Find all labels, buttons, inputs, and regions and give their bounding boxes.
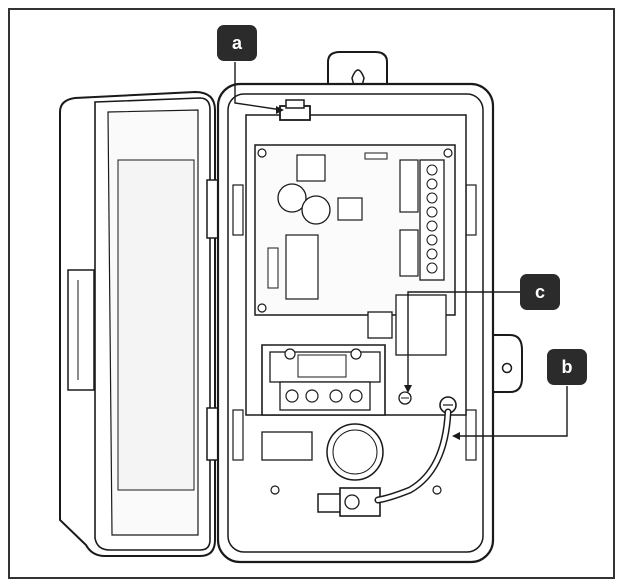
enclosure-door: [59, 90, 220, 557]
callout-c-label: c: [535, 282, 545, 302]
callout-b: b: [547, 349, 587, 385]
callout-a: a: [217, 25, 257, 61]
callout-leaders: [234, 62, 568, 437]
ground-wire: [376, 410, 450, 502]
enclosure-body: [216, 51, 523, 564]
leader-arrowheads: [276, 106, 460, 440]
callout-b-label: b: [562, 357, 573, 377]
callout-c: c: [520, 274, 560, 310]
callout-a-label: a: [232, 33, 243, 53]
